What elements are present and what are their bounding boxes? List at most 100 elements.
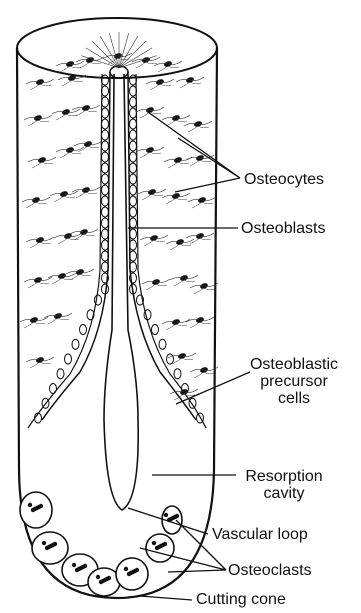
osteoblast-cell (102, 240, 109, 250)
bone-wall-right (136, 74, 206, 428)
osteoblast-cell (102, 207, 109, 217)
canaliculus (76, 192, 97, 198)
osteoblast-cell (102, 141, 109, 151)
canaliculus (26, 202, 47, 208)
osteoblast-cell (130, 240, 137, 250)
canaliculus (190, 322, 211, 328)
osteoclast-nucleus (42, 541, 46, 545)
osteoblast-cell (130, 174, 137, 184)
canaliculus (30, 242, 51, 248)
precursor-cell (174, 369, 181, 379)
osteoblast-cell (130, 108, 137, 118)
label-resorption-cavity: Resorption cavity (236, 468, 332, 502)
label-precursor-line3: cells (236, 390, 352, 407)
canaliculus (54, 196, 75, 202)
osteoblast-cell (102, 75, 109, 85)
canaliculus (188, 126, 209, 132)
precursor-cell (189, 398, 196, 408)
osteoblast-cell (102, 108, 109, 118)
osteoclast-nucleus (75, 568, 79, 572)
osteoclast-nucleus (72, 563, 76, 567)
top-canaliculus (119, 56, 157, 68)
precursor-cell (159, 339, 166, 349)
precursor-cell (167, 354, 174, 364)
canaliculus (62, 80, 83, 86)
osteoblast-cell (102, 97, 109, 107)
osteoblast-cell (130, 185, 137, 195)
leader-osteocytes-1 (148, 112, 240, 178)
bone-wall-left (28, 74, 102, 428)
osteoblast-cell (102, 185, 109, 195)
osteoblast-cell (102, 218, 109, 228)
precursor-cell (144, 310, 151, 320)
canaliculus (28, 282, 49, 288)
canaliculus (172, 358, 193, 364)
osteoblast-cell (102, 86, 109, 96)
osteoblast-cell (102, 152, 109, 162)
canaliculus (140, 112, 161, 118)
osteoblast-cell (130, 119, 137, 129)
canaliculus (74, 234, 95, 240)
canaliculus (28, 120, 49, 126)
canaliculus (166, 198, 187, 204)
osteoclast-nucleus (99, 580, 103, 584)
osteoblast-cell (130, 196, 137, 206)
canaliculus (194, 372, 215, 378)
precursor-cell (152, 325, 159, 335)
canaliculus (146, 284, 167, 290)
osteoblast-cell (102, 196, 109, 206)
canaliculus (194, 288, 215, 294)
osteoclast-nucleus (31, 508, 35, 512)
canaliculus (170, 244, 191, 250)
label-osteocytes: Osteocytes (244, 171, 324, 188)
osteoblast-cell (102, 174, 109, 184)
canaliculus (142, 194, 163, 200)
osteoblast-cells (35, 75, 204, 423)
canaliculus (60, 66, 81, 72)
leader-osteocytes-2 (178, 138, 240, 178)
precursor-cell (65, 354, 72, 364)
label-resorption-line1: Resorption (236, 468, 332, 485)
osteoblast-cell (130, 75, 137, 85)
leader-cutting-cone (140, 596, 192, 600)
osteoclast-nucleus (127, 572, 131, 576)
leader-osteocytes-3 (175, 178, 240, 192)
osteoblast-cell (130, 86, 137, 96)
canaliculus (158, 66, 179, 72)
canaliculus (144, 240, 165, 246)
label-osteoclasts: Osteoclasts (228, 562, 312, 579)
osteoblast-cell (102, 119, 109, 129)
osteoblast-cell (102, 229, 109, 239)
canaliculus (136, 62, 157, 68)
osteoblast-cell (130, 218, 137, 228)
canaliculus (52, 278, 73, 284)
osteoblast-cell (130, 229, 137, 239)
canaliculus (140, 152, 161, 158)
label-osteoblastic-precursor-cells: Osteoblastic precursor cells (236, 356, 352, 407)
osteoblast-cell (130, 141, 137, 151)
precursor-cell (50, 384, 57, 394)
osteoblast-cell (130, 130, 137, 140)
canaliculus (56, 114, 77, 120)
cylinder-top (17, 18, 217, 78)
label-osteoblasts: Osteoblasts (241, 220, 325, 237)
label-precursor-line2: precursor (236, 373, 352, 390)
canaliculi-lines (20, 32, 218, 400)
canaliculus (32, 162, 53, 168)
osteoclast-nucleus (28, 503, 32, 507)
canaliculus (180, 82, 201, 88)
canaliculus (166, 120, 187, 126)
canaliculus (24, 322, 45, 328)
label-resorption-line2: cavity (236, 485, 332, 502)
osteoclast-nucleus (152, 541, 156, 545)
osteoclast-nucleus (155, 546, 159, 550)
canaliculus (76, 110, 97, 116)
canaliculus (190, 160, 211, 166)
osteoblast-cell (130, 97, 137, 107)
osteoclast-nucleus (164, 513, 168, 517)
osteoclast-cells (20, 492, 182, 596)
osteoblast-cell (130, 207, 137, 217)
canaliculus (80, 62, 101, 68)
leader-osteoclasts-3 (168, 570, 226, 572)
